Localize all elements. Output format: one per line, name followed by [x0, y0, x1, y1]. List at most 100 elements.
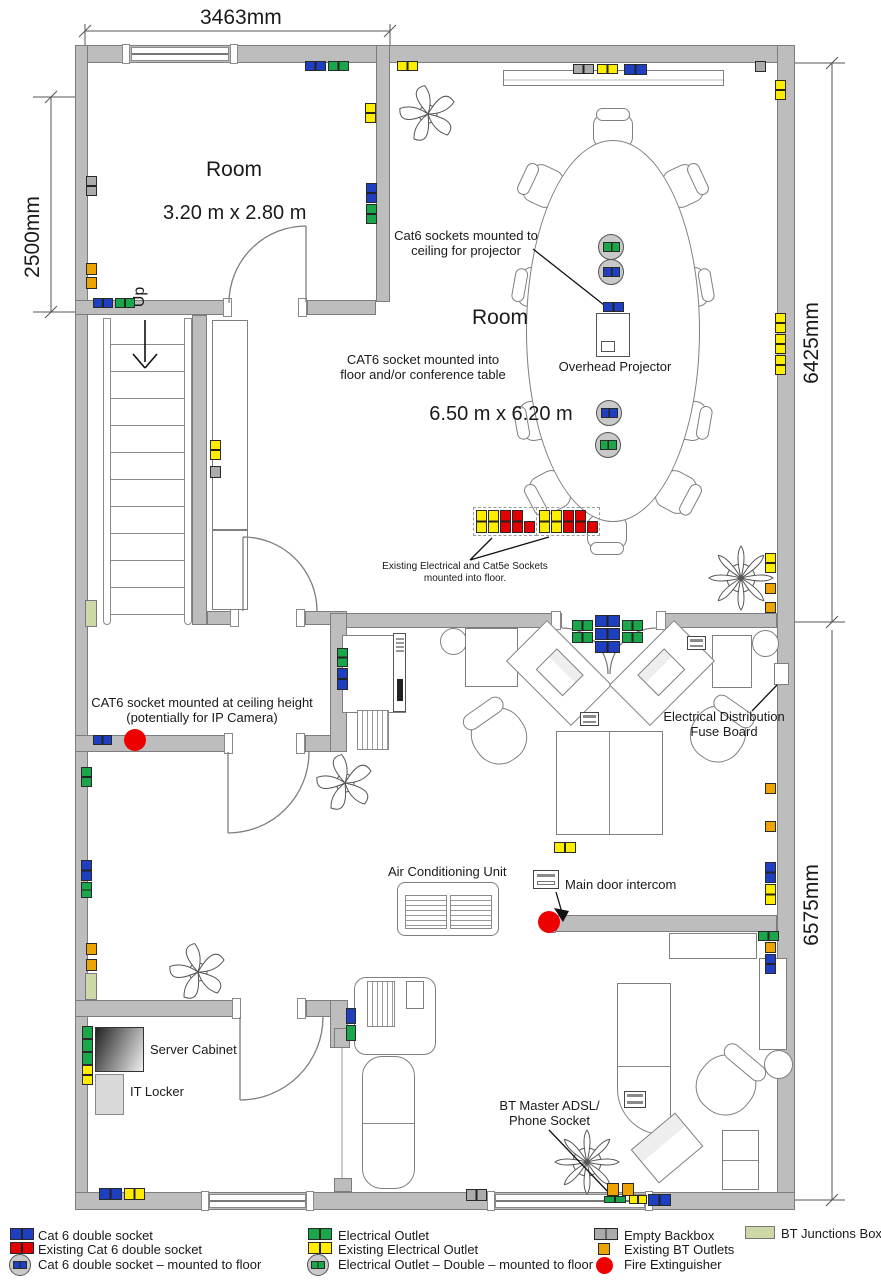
- door-jamb: [230, 609, 239, 627]
- socket-elecx: [82, 1065, 93, 1085]
- socket-bt: [765, 583, 776, 594]
- door-jamb: [297, 998, 306, 1019]
- plant-server-room: [165, 941, 225, 1003]
- socket-elecx: [775, 313, 786, 333]
- window-cap: [306, 1191, 314, 1211]
- stair-rail-right: [184, 318, 192, 625]
- socket-elec: [115, 298, 135, 308]
- socket-bb: [210, 466, 221, 478]
- socket-elec: [328, 61, 349, 71]
- plant-office: [312, 752, 372, 814]
- socket-cat6: [765, 862, 776, 883]
- socket-bt: [765, 602, 776, 613]
- floor-socket-elec: [598, 234, 624, 260]
- socket-cat6: [366, 183, 377, 203]
- ac-unit-label: Air Conditioning Unit: [388, 864, 507, 879]
- ac-unit: [397, 882, 499, 936]
- plant-conference-topleft: [395, 83, 455, 145]
- desk-phone: [580, 712, 599, 726]
- floor-socket-cat6: [596, 400, 622, 426]
- socket-cat6: [595, 615, 620, 627]
- chair: [459, 693, 538, 775]
- socket-elec: [366, 204, 377, 224]
- socket-elecx: [775, 355, 786, 375]
- socket-cat6x: [524, 521, 535, 533]
- room1-size: 3.20 m x 2.80 m: [163, 202, 307, 224]
- bin: [764, 1050, 793, 1079]
- door-jamb: [224, 733, 233, 754]
- socket-bb: [466, 1189, 487, 1201]
- legend-icon-cat6-double: [10, 1228, 34, 1240]
- room1-name: Room: [205, 158, 263, 181]
- desk-divider: [609, 732, 610, 834]
- socket-elec: [81, 767, 92, 787]
- fire-extinguisher: [538, 911, 560, 933]
- door-jamb: [296, 609, 305, 627]
- socket-elecx: [124, 1188, 145, 1200]
- legend-label: Electrical Outlet: [338, 1228, 430, 1243]
- socket-bt: [86, 263, 97, 275]
- door-jamb: [296, 733, 305, 754]
- stair-rail-left: [103, 318, 111, 625]
- socket-bb: [755, 61, 766, 72]
- pier-sofa-bottom: [334, 1178, 352, 1192]
- office-bin: [752, 630, 779, 657]
- socket-elecx: [397, 61, 418, 71]
- server-cabinet-label: Server Cabinet: [150, 1042, 237, 1057]
- legend-label: Existing Cat 6 double socket: [38, 1242, 203, 1257]
- window-cap: [230, 44, 238, 64]
- legend-icon-existing-bt: [598, 1243, 610, 1255]
- floor-socket-cat6: [598, 259, 624, 285]
- socket-elecx: [765, 884, 776, 905]
- socket-elecx: [365, 103, 376, 123]
- it-locker-label: IT Locker: [130, 1084, 184, 1099]
- socket-bt: [765, 821, 776, 832]
- note-existing-floor: Existing Electrical and Cat5e Sockets mo…: [382, 561, 548, 584]
- socket-elec: [572, 632, 593, 643]
- chair-back: [589, 542, 625, 555]
- dimension-top: 3463mm: [200, 6, 282, 29]
- socket-elecx: [488, 510, 499, 533]
- socket-cat6: [346, 1008, 356, 1024]
- socket-elecx: [554, 842, 576, 853]
- dimension-left: 2500mm: [21, 196, 44, 278]
- desk-phone: [687, 636, 706, 650]
- existing-floor-socket-box: [536, 507, 600, 536]
- wall-room1-right: [376, 45, 390, 302]
- socket-cat6x: [512, 510, 523, 533]
- legend-label: Cat 6 double socket – mounted to floor: [38, 1257, 262, 1272]
- window-bottom-left: [209, 1194, 306, 1208]
- side-table: [406, 981, 424, 1009]
- socket-cat6: [595, 628, 620, 640]
- window-cap: [201, 1191, 209, 1211]
- legend-label: Existing Electrical Outlet: [338, 1242, 479, 1257]
- socket-cat6: [648, 1194, 671, 1206]
- chair-back: [595, 108, 631, 121]
- socket-bb: [573, 64, 594, 74]
- legend-icon-electrical: [308, 1228, 332, 1240]
- cabinet-divider: [723, 1160, 758, 1161]
- socket-cat6x: [587, 521, 598, 533]
- socket-cat6: [624, 64, 647, 75]
- socket-elecx: [629, 1195, 647, 1204]
- legend-icon-existing-cat6: [10, 1242, 34, 1254]
- door-jamb: [656, 611, 666, 630]
- wall-hall-upper-a: [207, 611, 232, 625]
- wall-stairs-right: [192, 315, 207, 625]
- legend-icon-empty-backbox: [594, 1228, 618, 1240]
- wall-middle-a: [346, 613, 562, 628]
- socket-bt: [765, 942, 776, 953]
- socket-elec: [758, 931, 779, 941]
- staircase: [103, 318, 192, 625]
- legend-icon-bt-junctions: [745, 1226, 775, 1239]
- socket-elec: [337, 648, 348, 667]
- socket-elec: [346, 1025, 356, 1041]
- socket-cat6: [595, 641, 620, 653]
- socket-cat6: [81, 860, 92, 881]
- side-cabinet: [722, 1130, 759, 1190]
- door-jamb: [232, 998, 241, 1019]
- overhead-projector-label: Overhead Projector: [558, 359, 672, 374]
- socket-elecx: [597, 64, 618, 74]
- hall-cabinet: [212, 320, 248, 530]
- socket-elecx: [539, 510, 550, 533]
